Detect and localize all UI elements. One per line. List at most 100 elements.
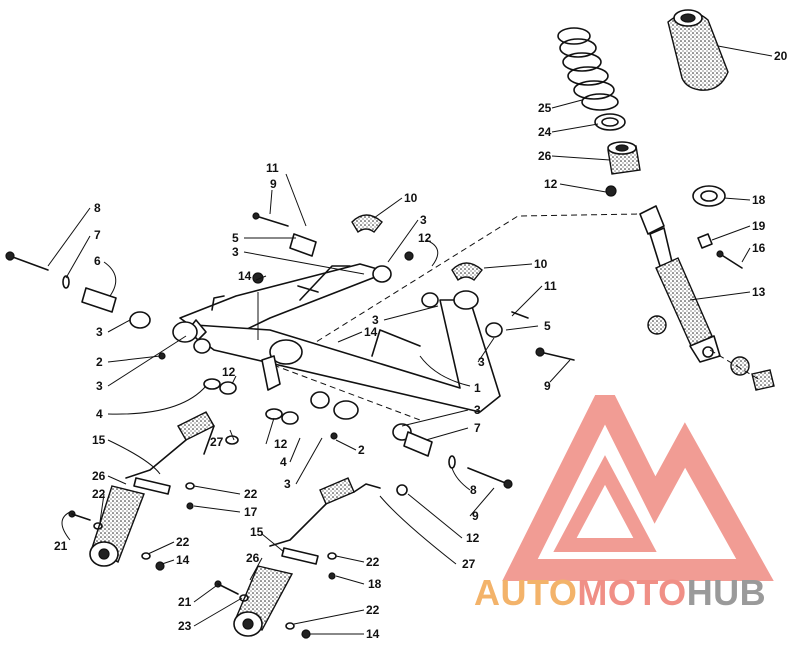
shock-spring [557, 27, 619, 111]
callout-7-left: 7 [94, 228, 101, 242]
callout-22-left-b: 22 [176, 535, 190, 549]
callout-26-left: 26 [92, 469, 106, 483]
callout-22-right-b: 22 [366, 603, 380, 617]
callout-11-top: 11 [266, 161, 279, 175]
callout-12-top: 12 [418, 231, 432, 245]
nut-upper-small [158, 251, 414, 440]
callout-8-left: 8 [94, 201, 101, 215]
callout-4-left: 4 [96, 407, 103, 421]
callout-14-mid: 14 [364, 325, 378, 339]
svg-text:AUTOMOTOHUB: AUTOMOTOHUB [474, 572, 766, 613]
callout-3-left: 3 [96, 325, 103, 339]
callout-12-mid: 12 [274, 437, 288, 451]
right-washer [448, 455, 456, 469]
callout-17-center: 17 [244, 505, 258, 519]
callout-21-left: 21 [54, 539, 68, 553]
shock-bolt-upper [716, 250, 743, 269]
shock-nut [605, 185, 617, 197]
pin-left [133, 477, 171, 495]
callout-9-top: 9 [270, 177, 277, 191]
washer-left [62, 275, 70, 289]
callout-6-right: 7 [474, 421, 481, 435]
callout-12-mid-left: 12 [222, 365, 236, 379]
callout-1: 1 [474, 381, 481, 395]
watermark-text-moto: MOTO [577, 572, 686, 613]
callout-9-right: 9 [544, 379, 551, 393]
callout-3-right: 3 [478, 355, 485, 369]
callout-15-left: 15 [92, 433, 106, 447]
callout-12-shock: 12 [544, 177, 558, 191]
callout-6-left: 6 [94, 254, 101, 268]
long-bolt-left [5, 251, 49, 271]
callout-7-right: 8 [470, 483, 477, 497]
long-bolt-right [467, 467, 513, 489]
callout-23: 24 [538, 125, 552, 139]
callout-12-right: 12 [466, 531, 480, 545]
upper-bushing [372, 265, 392, 283]
callout-25: 26 [538, 149, 552, 163]
adjuster-collar [607, 141, 641, 175]
footrest-link-left [125, 425, 215, 479]
bushing-left [129, 311, 151, 329]
upper-bolt [252, 212, 289, 227]
callout-26-center: 26 [246, 551, 260, 565]
rubber-bushing [692, 185, 726, 207]
callout-14-left: 14 [176, 553, 190, 567]
shock-axis-line [299, 213, 641, 353]
watermark-text-hub: HUB [687, 572, 767, 613]
callout-3-top-right: 3 [420, 213, 427, 227]
leader-lines [47, 45, 773, 635]
callout-16: 16 [752, 241, 766, 255]
callout-10-top: 10 [404, 191, 418, 205]
callout-2-left: 2 [96, 355, 103, 369]
callout-21-bottom: 21 [178, 595, 192, 609]
right-bolt [535, 347, 575, 361]
footrest-link-right [269, 483, 381, 547]
foot-peg-left [89, 485, 145, 567]
callout-5-right: 5 [544, 319, 551, 333]
callout-27-right: 27 [462, 557, 476, 571]
callout-18: 18 [752, 193, 766, 207]
pin-right [281, 547, 319, 565]
callout-3-lower: 3 [284, 477, 291, 491]
callout-14-top: 14 [238, 269, 252, 283]
callout-20: 20 [774, 49, 788, 63]
callout-19: 19 [752, 219, 766, 233]
shock-body [639, 205, 721, 363]
sleeve-left [81, 287, 117, 313]
shock-spacer [697, 233, 713, 249]
callout-14-bottom: 14 [366, 627, 380, 641]
callout-3-left-b: 3 [96, 379, 103, 393]
rear-arm-frame [172, 263, 501, 420]
callout-4-mid: 4 [280, 455, 287, 469]
small-fasteners [68, 285, 529, 639]
watermark-text-auto: AUTO [474, 572, 577, 613]
callout-22-bottom: 23 [178, 619, 192, 633]
step-plate-left [177, 411, 215, 441]
callout-22-right-a: 22 [366, 555, 380, 569]
right-sleeve [403, 431, 433, 457]
callout-22-left: 22 [92, 487, 106, 501]
spring-seat [594, 113, 626, 131]
callout-10-right: 10 [534, 257, 548, 271]
rubber-bumper-upper [351, 214, 483, 282]
callout-24: 25 [538, 101, 552, 115]
callout-2-mid: 2 [358, 443, 365, 457]
callout-11-right: 11 [544, 279, 557, 293]
washers-middle [203, 378, 408, 496]
callout-13: 13 [752, 285, 766, 299]
callout-27-left: 27 [210, 435, 224, 449]
upper-spacer [289, 233, 317, 257]
callout-labels: 8 7 6 3 2 3 4 11 9 5 3 14 10 3 12 10 11 … [54, 49, 788, 641]
callout-3-top: 3 [232, 245, 239, 259]
callout-17-right: 18 [368, 577, 382, 591]
callout-3-lower-right: 3 [474, 403, 481, 417]
shock-boot [667, 9, 729, 91]
step-plate-right [319, 477, 355, 505]
automotohub-watermark: AUTOMOTOHUB [474, 395, 774, 613]
callout-22-center: 22 [244, 487, 258, 501]
callout-3-mid: 3 [372, 313, 379, 327]
callout-8-right: 9 [472, 509, 479, 523]
watermark-logo-icon [502, 395, 774, 581]
